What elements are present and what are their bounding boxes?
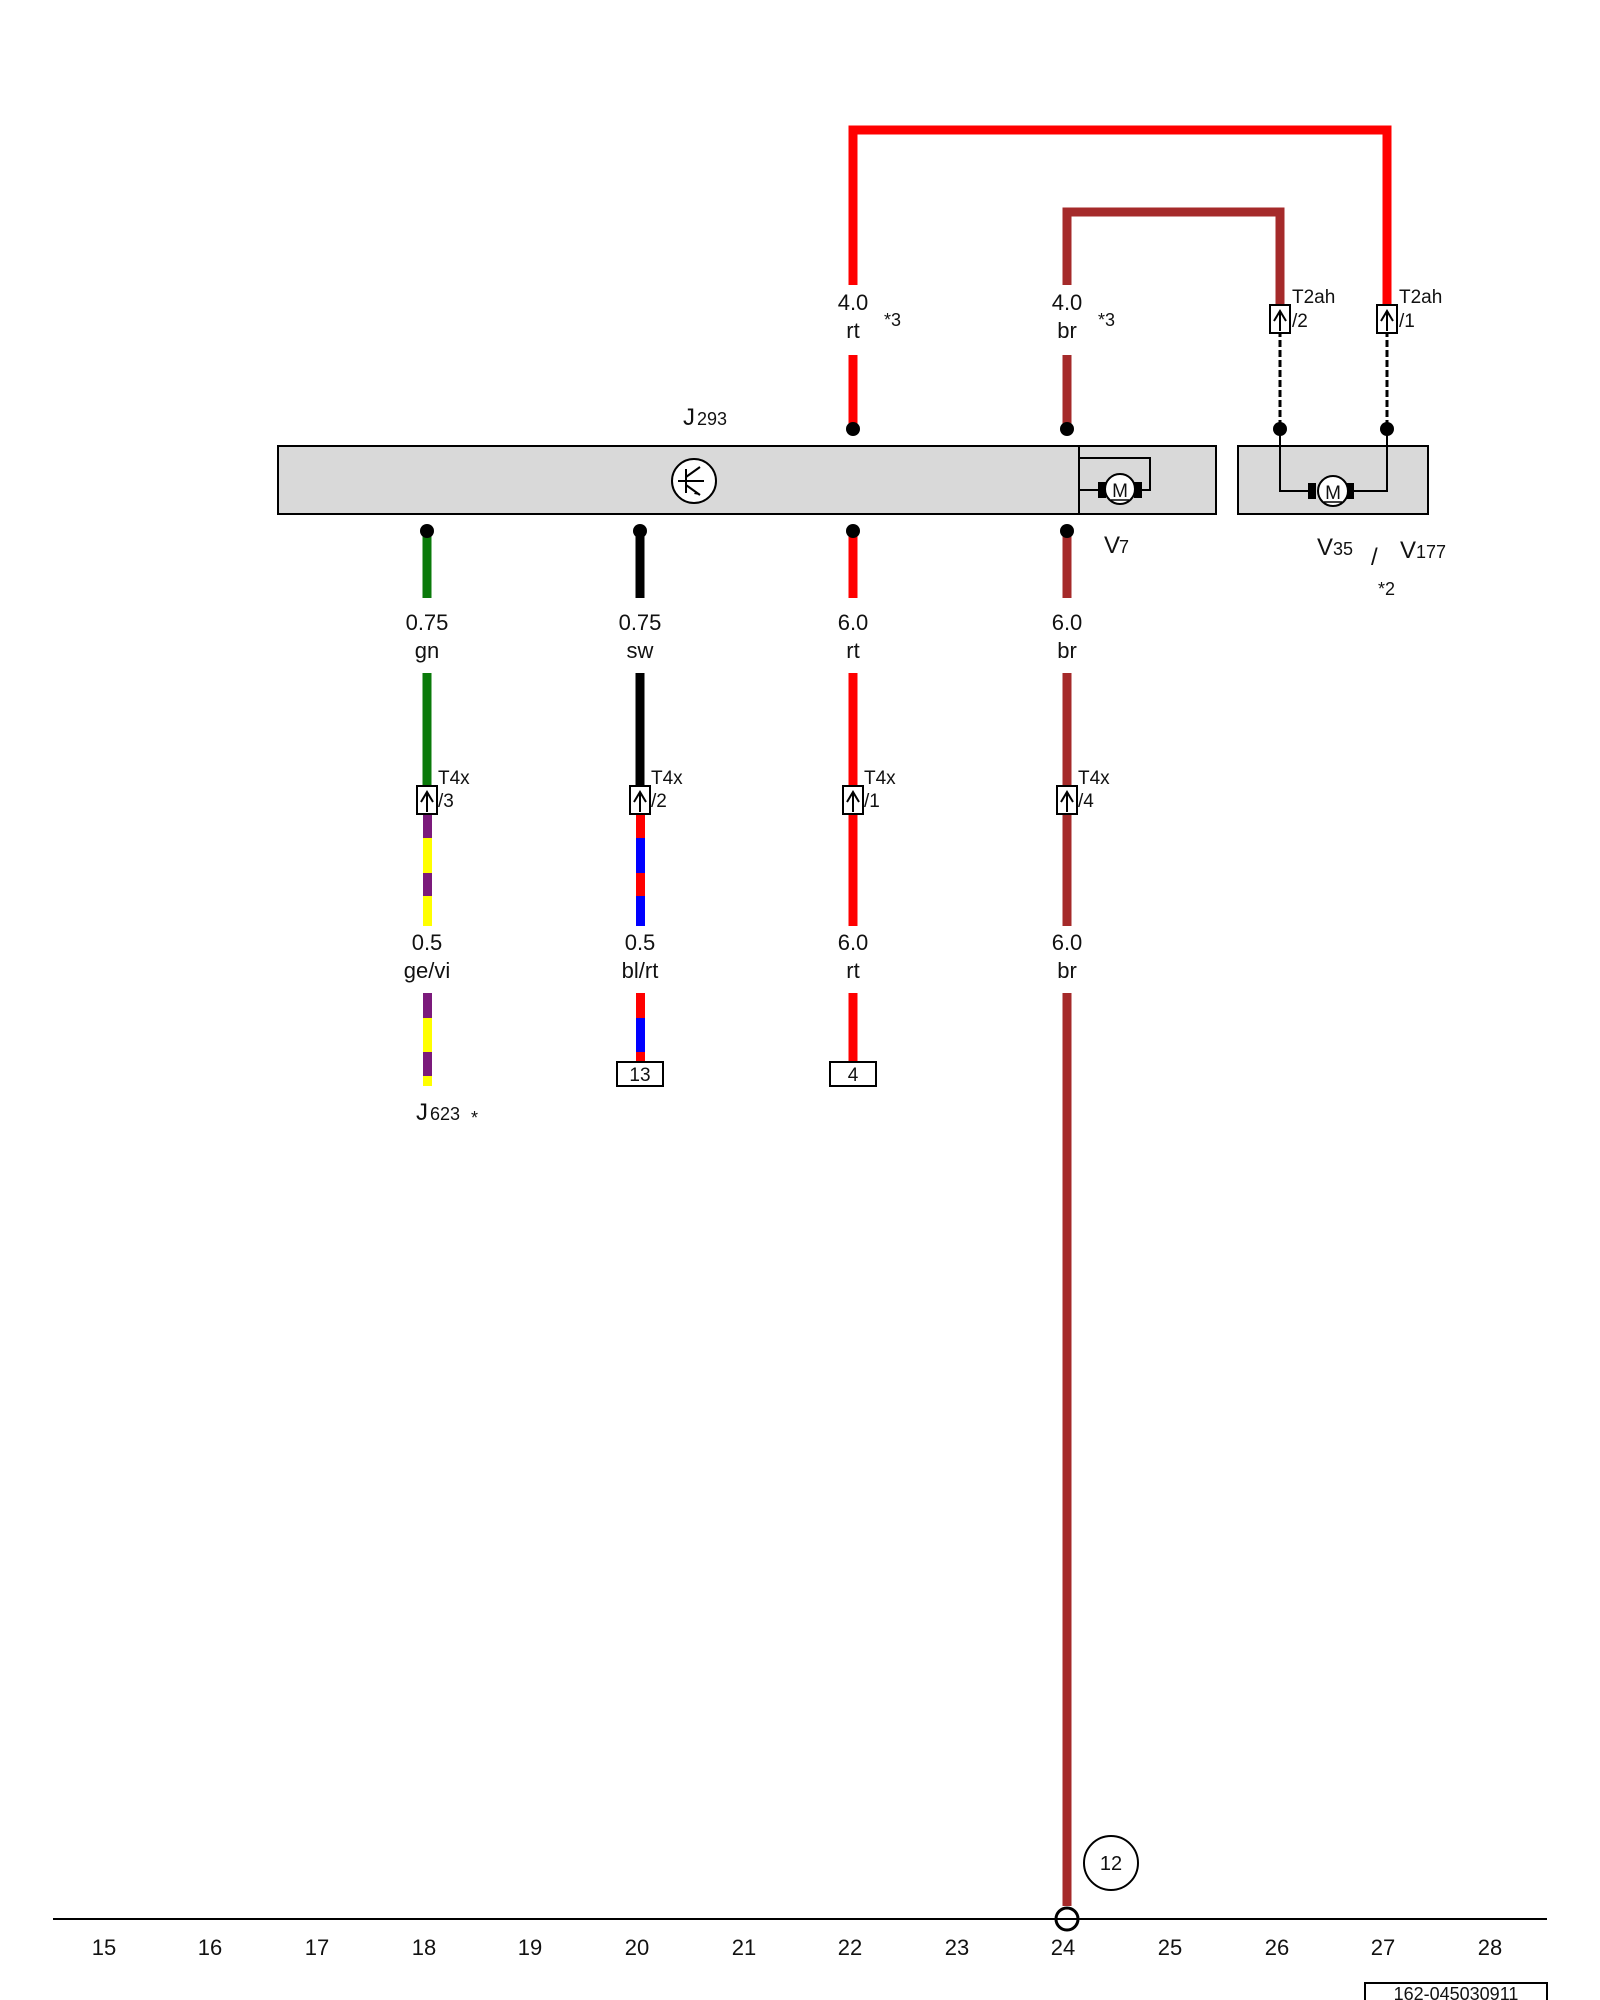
connector-t4x-1-pin: /1 xyxy=(864,791,880,812)
connector-t2ah-2-pin: /2 xyxy=(1292,311,1308,332)
motor-icon-v7: M xyxy=(1079,457,1151,505)
reference-4[interactable]: 4 xyxy=(829,1061,877,1087)
svg-text:7: 7 xyxy=(1119,537,1129,557)
connector-t4x-4-pin: /4 xyxy=(1078,791,1094,812)
wire-low-color-1: ge/vi xyxy=(404,958,450,983)
wire-mid-color-4: br xyxy=(1057,638,1077,663)
connector-t2ah-2-name: T2ah xyxy=(1292,287,1335,308)
svg-text:23: 23 xyxy=(945,1935,969,1960)
doc-number: 162-045030911 xyxy=(1364,1982,1548,2000)
wire-ge-vi-0.5 xyxy=(423,815,432,1086)
wire-top-gauge-1: 4.0 xyxy=(838,290,869,315)
wire-mid-gauge-4: 6.0 xyxy=(1052,610,1083,635)
connector-t4x-4-name: T4x xyxy=(1078,768,1110,789)
connector-t4x-3-name: T4x xyxy=(438,768,470,789)
svg-text:V: V xyxy=(1104,532,1120,559)
wire-low-gauge-2: 0.5 xyxy=(625,930,656,955)
label-j623: J 623 * xyxy=(416,1099,478,1128)
wire-mid-color-1: gn xyxy=(415,638,439,663)
ruler: 15 16 17 18 19 20 21 22 23 24 25 26 27 2… xyxy=(92,1935,1502,1960)
connector-t4x-2 xyxy=(629,785,651,815)
wire-mid-gauge-1: 0.75 xyxy=(406,610,449,635)
wire-low-gauge-1: 0.5 xyxy=(412,930,443,955)
wire-low-color-3: rt xyxy=(846,958,859,983)
svg-text:18: 18 xyxy=(412,1935,436,1960)
svg-text:4: 4 xyxy=(848,1065,859,1086)
svg-text:162-045030911: 162-045030911 xyxy=(1394,1984,1519,2000)
motor-icon-v35: M xyxy=(1279,430,1388,507)
svg-text:177: 177 xyxy=(1416,542,1446,562)
svg-text:16: 16 xyxy=(198,1935,222,1960)
connector-t4x-2-name: T4x xyxy=(651,768,683,789)
connector-t2ah-1 xyxy=(1376,304,1398,334)
label-j293: J 293 xyxy=(683,404,727,431)
connector-t4x-4 xyxy=(1056,785,1078,815)
svg-text:12: 12 xyxy=(1100,1853,1122,1875)
wire-top-gauge-2: 4.0 xyxy=(1052,290,1083,315)
wire-top-color-1: rt xyxy=(846,318,859,343)
svg-text:17: 17 xyxy=(305,1935,329,1960)
svg-text:22: 22 xyxy=(838,1935,862,1960)
wire-mid-gauge-2: 0.75 xyxy=(619,610,662,635)
wire-mid-color-3: rt xyxy=(846,638,859,663)
connector-t4x-1 xyxy=(842,785,864,815)
wire-rt-4.0-top-loop xyxy=(848,125,1392,353)
svg-text:20: 20 xyxy=(625,1935,649,1960)
svg-text:24: 24 xyxy=(1051,1935,1075,1960)
transistor-icon xyxy=(671,458,717,504)
svg-text:M: M xyxy=(1112,481,1128,502)
wire-mid-gauge-3: 6.0 xyxy=(838,610,869,635)
svg-text:V: V xyxy=(1400,537,1416,564)
wire-low-gauge-4: 6.0 xyxy=(1052,930,1083,955)
svg-text:M: M xyxy=(1325,483,1341,504)
ground-point-12: 12 xyxy=(1083,1835,1139,1891)
svg-text:28: 28 xyxy=(1478,1935,1502,1960)
svg-text:21: 21 xyxy=(732,1935,756,1960)
svg-text:15: 15 xyxy=(92,1935,116,1960)
connector-t4x-2-pin: /2 xyxy=(651,791,667,812)
svg-text:623: 623 xyxy=(430,1104,460,1124)
svg-text:293: 293 xyxy=(697,409,727,429)
j293-box xyxy=(277,445,1217,515)
svg-text:J: J xyxy=(416,1099,428,1126)
wire-bl-rt-0.5 xyxy=(636,815,645,1062)
svg-text:35: 35 xyxy=(1333,539,1353,559)
wire-low-color-4: br xyxy=(1057,958,1077,983)
wire-low-gauge-3: 6.0 xyxy=(838,930,869,955)
connector-t2ah-2 xyxy=(1269,304,1291,334)
reference-13[interactable]: 13 xyxy=(616,1061,664,1087)
connector-t4x-3-pin: /3 xyxy=(438,791,454,812)
svg-text:*: * xyxy=(471,1108,478,1128)
connector-t4x-3 xyxy=(416,785,438,815)
wire-top-note-1: *3 xyxy=(884,310,901,330)
label-note-2: *2 xyxy=(1378,579,1395,599)
label-v7: V 7 xyxy=(1104,532,1129,559)
pin-dots xyxy=(420,422,1394,538)
svg-text:13: 13 xyxy=(629,1065,650,1086)
wire-low-color-2: bl/rt xyxy=(622,958,659,983)
svg-text:19: 19 xyxy=(518,1935,542,1960)
connector-t4x-1-name: T4x xyxy=(864,768,896,789)
label-v35: V 35 xyxy=(1317,534,1353,561)
wire-top-note-2: *3 xyxy=(1098,310,1115,330)
connector-t2ah-1-name: T2ah xyxy=(1399,287,1442,308)
wire-mid-color-2: sw xyxy=(627,638,654,663)
svg-text:J: J xyxy=(683,404,695,431)
connector-t2ah-1-pin: /1 xyxy=(1399,311,1415,332)
label-v177: V 177 xyxy=(1400,537,1446,564)
wire-top-color-2: br xyxy=(1057,318,1077,343)
svg-text:26: 26 xyxy=(1265,1935,1289,1960)
svg-text:25: 25 xyxy=(1158,1935,1182,1960)
svg-text:27: 27 xyxy=(1371,1935,1395,1960)
svg-text:V: V xyxy=(1317,534,1333,561)
wire-br-4.0-top-loop xyxy=(1062,207,1285,353)
label-slash: / xyxy=(1371,544,1378,571)
